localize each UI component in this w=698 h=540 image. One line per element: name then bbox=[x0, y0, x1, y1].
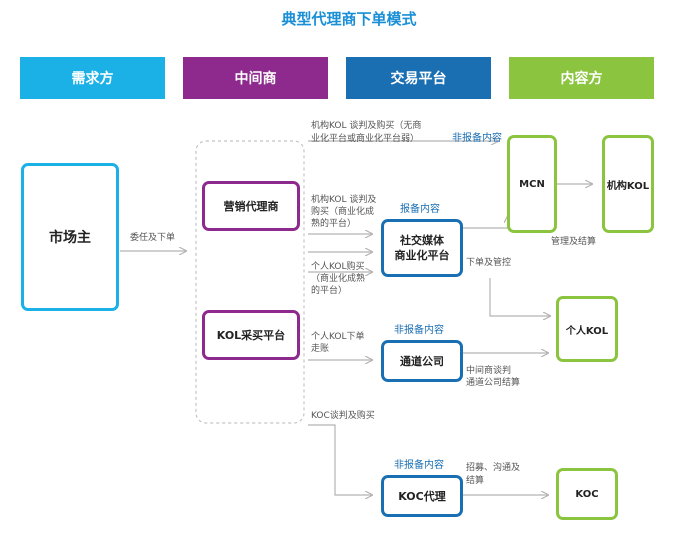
label-personal-order-2: 走账 bbox=[311, 344, 330, 354]
kol-buying-platform-node: KOL采买平台 bbox=[202, 310, 300, 360]
label-kol-commercial-2: 购买（商业化成 bbox=[311, 207, 375, 217]
label-kol-commercial-1: 机构KOL 谈判及 bbox=[311, 195, 377, 205]
label-personal-kol-2: （商业化成熟 bbox=[311, 274, 366, 284]
label-recruit-1: 招募、沟通及 bbox=[466, 463, 521, 473]
label-report-content: 报备内容 bbox=[400, 204, 440, 215]
channel-company-node: 通道公司 bbox=[381, 340, 463, 382]
label-koc-negotiate: KOC谈判及购买 bbox=[311, 411, 375, 421]
label-kol-negotiate-1: 机构KOL 谈判及购买（无商 bbox=[311, 121, 422, 131]
label-non-report-top: 非报备内容 bbox=[452, 133, 502, 144]
advertiser-node: 市场主 bbox=[21, 163, 119, 311]
label-non-report-bottom: 非报备内容 bbox=[394, 460, 444, 471]
koc-agency-node: KOC代理 bbox=[381, 475, 463, 517]
header-demand: 需求方 bbox=[20, 57, 165, 99]
social-platform-node: 社交媒体 商业化平台 bbox=[381, 219, 463, 277]
label-middleman-negotiate-1: 中间商谈判 bbox=[466, 366, 512, 376]
social-platform-label-line1: 社交媒体 bbox=[400, 234, 444, 247]
social-platform-label-line2: 商业化平台 bbox=[394, 249, 450, 262]
label-personal-kol-1: 个人KOL购买 bbox=[311, 262, 365, 272]
header-platform: 交易平台 bbox=[346, 57, 491, 99]
label-manage-settle: 管理及结算 bbox=[551, 237, 597, 247]
label-personal-kol-3: 的平台） bbox=[311, 286, 348, 296]
label-entrust: 委任及下单 bbox=[130, 233, 176, 243]
header-content: 内容方 bbox=[509, 57, 654, 99]
label-recruit-2: 结算 bbox=[466, 476, 485, 486]
label-non-report-mid: 非报备内容 bbox=[394, 325, 444, 336]
label-kol-commercial-3: 熟的平台） bbox=[311, 219, 357, 229]
individual-kol-node: 个人KOL bbox=[556, 296, 618, 362]
institutional-kol-node: 机构KOL bbox=[602, 135, 654, 233]
label-kol-negotiate-2: 业化平台或商业化平台弱） bbox=[311, 134, 420, 144]
header-middleman: 中间商 bbox=[183, 57, 328, 99]
koc-node: KOC bbox=[556, 468, 618, 520]
mcn-node: MCN bbox=[507, 135, 557, 233]
label-personal-order-1: 个人KOL下单 bbox=[311, 332, 365, 342]
page-title: 典型代理商下单模式 bbox=[281, 10, 417, 28]
marketing-agency-node: 营销代理商 bbox=[202, 181, 300, 231]
label-middleman-negotiate-2: 通道公司结算 bbox=[466, 378, 521, 388]
label-order-control: 下单及管控 bbox=[466, 258, 512, 268]
